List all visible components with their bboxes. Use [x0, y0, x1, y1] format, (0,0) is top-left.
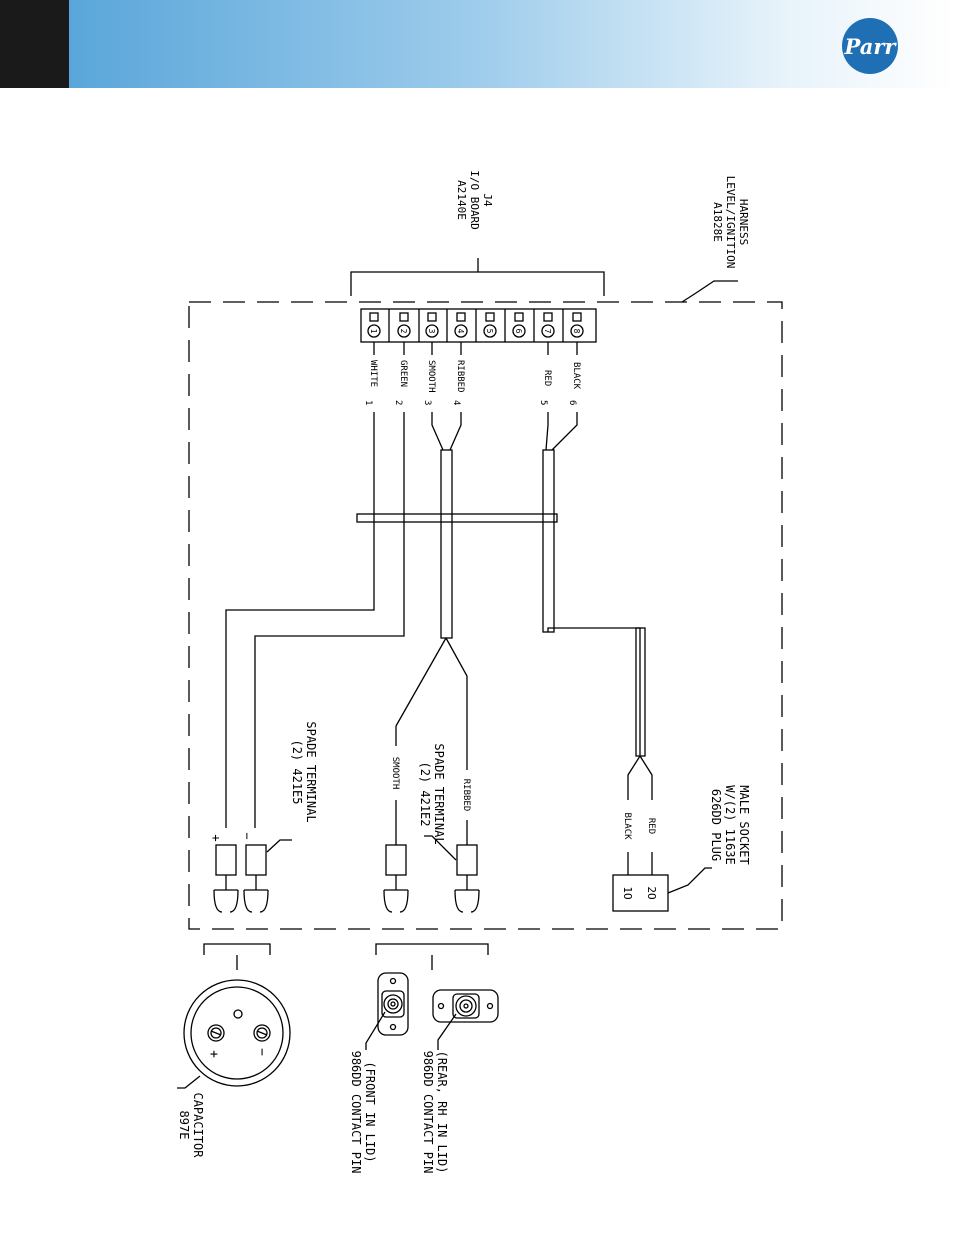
connector-pin-dividers [388, 309, 564, 342]
harness-label-line2: LEVEL/IGNITION [724, 176, 737, 269]
capacitor-label-line2: CAPACITOR [191, 1092, 205, 1158]
spade-terminal-smooth [383, 844, 409, 913]
capacitor-label-line1: 897E [177, 1111, 191, 1140]
spade-e2-label-line1: (2) 421E2 [418, 761, 432, 826]
spade-terminal-ribbed [454, 844, 480, 913]
board-label-line1: A2140E [455, 180, 468, 220]
pin-number-5: 5 [485, 329, 494, 334]
plug-pin-1: 1O [621, 886, 634, 899]
board-label-line3: J4 [481, 193, 494, 207]
wire-name-green: GREEN [398, 360, 408, 387]
capacitor-leader [177, 1075, 201, 1089]
pin-number-1: 1 [369, 329, 378, 334]
harness-wires [225, 342, 653, 875]
contact-pin-front [377, 972, 409, 1036]
pin-number-6: 6 [514, 329, 523, 334]
wire-number-4: 4 [451, 400, 461, 405]
contact-rear-leader [437, 1013, 457, 1050]
wire-number-6: 6 [567, 400, 577, 405]
wire-name-red: RED [542, 370, 552, 386]
harness-leader [681, 280, 738, 303]
capacitor-bracket [203, 943, 271, 955]
plug-label-line3: MALE SOCKET [737, 785, 751, 864]
capacitor-897e [183, 979, 291, 1087]
plug-pin-2: 2O [645, 886, 658, 899]
minus-sign-label: − [240, 832, 254, 839]
contact-front-label-line2: (FRONT IN LID) [363, 1061, 377, 1162]
plug-wire-red: RED [646, 818, 656, 834]
harness-label-line1: A1828E [711, 202, 724, 242]
connector-pin-circles [367, 324, 584, 338]
plug-leader [667, 867, 712, 894]
contact-front-label-line1: 986DD CONTACT PIN [349, 1051, 363, 1174]
pin-number-3: 3 [427, 329, 436, 334]
contact-pin-bracket [375, 943, 489, 955]
parr-logo-icon: Parr [842, 18, 898, 74]
pin-number-7: 7 [543, 329, 552, 334]
contact-rear-label-line2: (REAR, RH IN LID) [435, 1051, 449, 1174]
spade-e2-label-line2: SPADE TERMINAL [432, 743, 446, 844]
spade-e5-label-line1: (2) 421E5 [290, 739, 304, 804]
connector-pin-squares [369, 312, 582, 322]
wire-name-smooth: SMOOTH [426, 360, 436, 393]
contact-front-leader [365, 1011, 386, 1050]
connector-block [360, 308, 597, 343]
spade-e5-leader [266, 839, 292, 853]
plug-label-line1: 626DD PLUG [709, 789, 723, 861]
wire-name-white: WHITE [368, 360, 378, 387]
spade-e5-label-line2: SPADE TERMINAL [304, 721, 318, 822]
wire-number-3: 3 [422, 400, 432, 405]
board-bracket [350, 271, 605, 296]
tie-strap [356, 513, 558, 523]
pin-number-8: 8 [572, 329, 581, 334]
plus-sign-label: + [209, 834, 223, 841]
plug-wire-black: BLACK [622, 812, 632, 840]
smooth-terminal-label: SMOOTH [390, 757, 400, 790]
pin-number-2: 2 [399, 329, 408, 334]
capacitor-minus-sign: − [254, 1048, 269, 1056]
plug-label-line2: W/(2) 1163E [723, 785, 737, 864]
harness-boundary [188, 301, 783, 930]
wire-name-ribbed: RIBBED [455, 360, 465, 393]
page-header: Parr [0, 0, 954, 88]
wire-name-black: BLACK [571, 362, 581, 390]
contact-pin-rear [432, 989, 499, 1023]
harness-label-line3: HARNESS [737, 199, 750, 245]
capacitor-plus-sign: + [206, 1050, 221, 1058]
spade-terminal-minus [243, 844, 269, 913]
ribbed-terminal-label: RIBBED [461, 779, 471, 812]
wire-number-1: 1 [363, 400, 373, 405]
wire-number-2: 2 [393, 400, 403, 405]
spade-e2-leader [424, 835, 457, 861]
header-gradient-band [69, 0, 954, 88]
spade-terminal-plus [213, 844, 239, 913]
wire-number-5: 5 [538, 400, 548, 405]
contact-rear-label-line1: 986DD CONTACT PIN [421, 1051, 435, 1174]
header-black-block [0, 0, 69, 88]
logo-text: Parr [844, 34, 898, 59]
pin-number-4: 4 [456, 329, 465, 334]
board-label-line2: I/O BOARD [468, 170, 481, 230]
